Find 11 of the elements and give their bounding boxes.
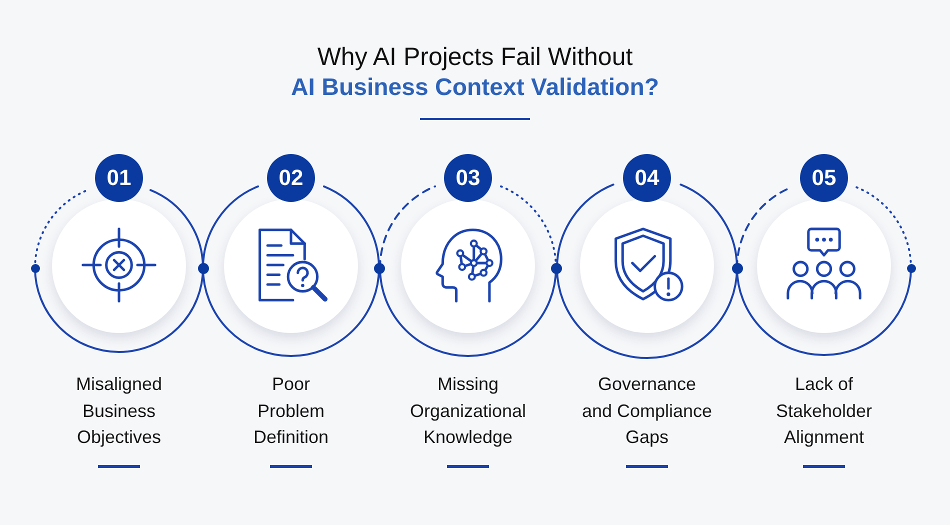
step-label: Misaligned Business Objectives <box>76 373 162 449</box>
step-number: 02 <box>267 154 315 202</box>
step-label: Missing Organizational Knowledge <box>410 373 526 449</box>
step-label: Governance and Compliance Gaps <box>582 373 712 449</box>
title: Why AI Projects Fail Without AI Business Context Validation? <box>290 42 660 103</box>
step-number: 05 <box>800 154 848 202</box>
step-label: Poor Problem Definition <box>253 373 329 449</box>
step-label: Lack of Stakeholder Alignment <box>776 373 872 449</box>
step-number: 01 <box>95 154 143 202</box>
step-number: 03 <box>444 154 492 202</box>
step-number: 04 <box>623 154 671 202</box>
